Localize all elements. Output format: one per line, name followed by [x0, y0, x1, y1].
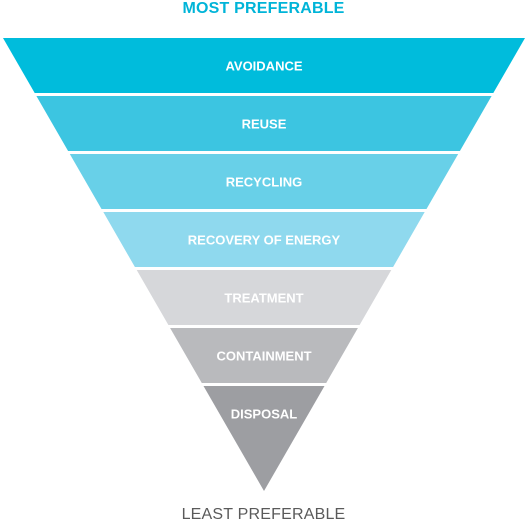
tier-label-treatment: TREATMENT [224, 290, 303, 305]
tier-avoidance [3, 38, 525, 93]
most-preferable-caption: MOST PREFERABLE [182, 0, 345, 17]
tier-label-containment: CONTAINMENT [216, 348, 311, 363]
tier-label-avoidance: AVOIDANCE [225, 58, 302, 73]
least-preferable-caption: LEAST PREFERABLE [181, 506, 346, 523]
tier-label-reuse: REUSE [242, 116, 287, 131]
tier-disposal [203, 386, 325, 491]
tier-label-recycling: RECYCLING [226, 174, 303, 189]
tier-reuse [36, 96, 492, 151]
tier-label-disposal: DISPOSAL [231, 406, 298, 421]
tier-containment [170, 328, 358, 383]
tier-label-recovery-of-energy: RECOVERY OF ENERGY [188, 232, 341, 247]
tier-recycling [69, 154, 459, 209]
tier-treatment [136, 270, 392, 325]
tier-recovery-of-energy [103, 212, 425, 267]
